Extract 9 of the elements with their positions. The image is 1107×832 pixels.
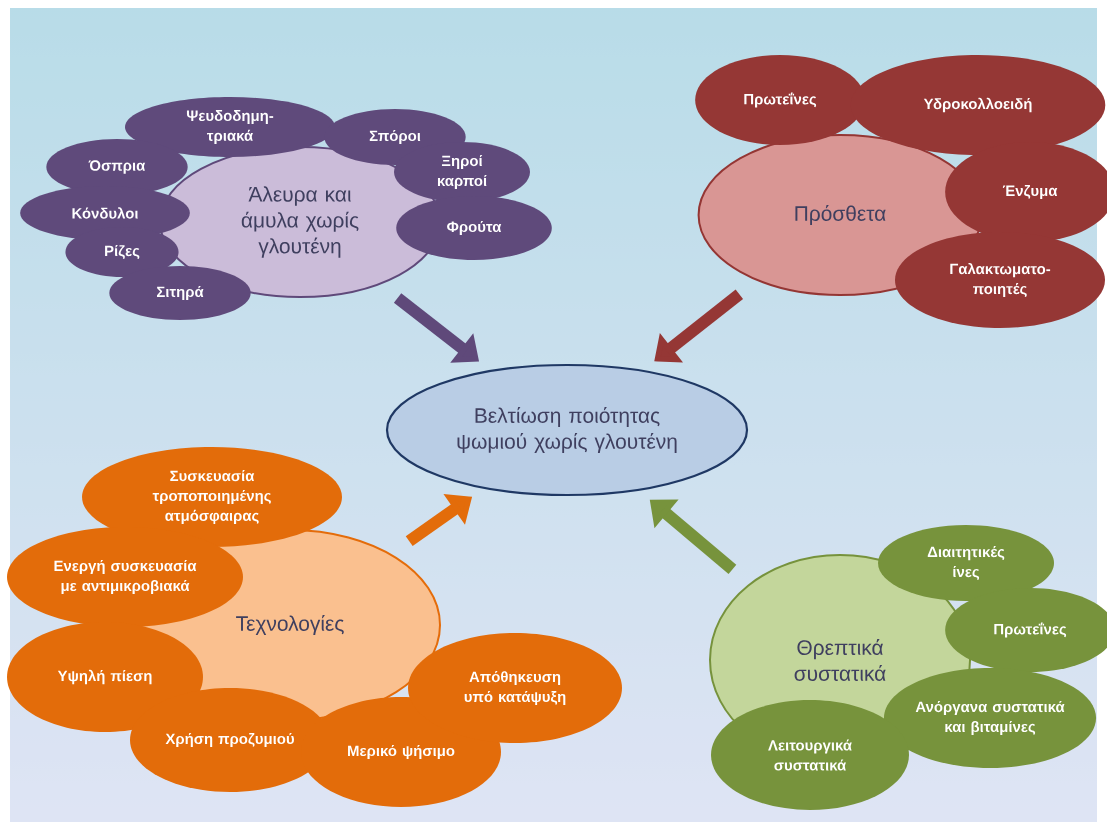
- node-label: Πρωτεΐνες: [994, 622, 1067, 638]
- node-label: Κόνδυλοι: [72, 207, 139, 219]
- block-arrow: [654, 289, 744, 363]
- node-label: Χρήση προζυμιού: [165, 732, 294, 748]
- node-label: Ρίζες: [105, 245, 140, 259]
- node-label: Μερικό ψήσιμο: [348, 744, 455, 760]
- node-label: Συσκευασία τροποποιημένης ατμόσφαιρας: [152, 470, 271, 524]
- node-label: Όσπρια: [88, 160, 146, 174]
- node-label: Ένζυμα: [1002, 185, 1058, 199]
